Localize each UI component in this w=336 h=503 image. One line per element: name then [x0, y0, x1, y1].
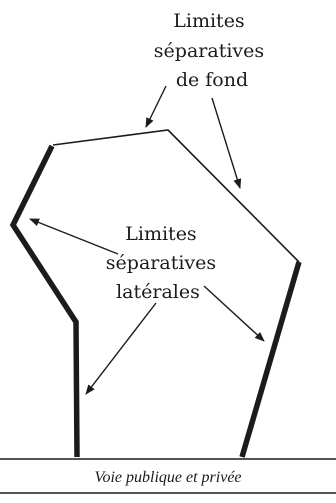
road-label: Voie publique et privée	[94, 469, 241, 486]
side-limits-label: Limites séparatives latérales	[106, 223, 222, 303]
side-limits-line-3: latérales	[116, 281, 200, 303]
side-limits-line-1: Limites	[125, 223, 196, 245]
rear-boundary-line	[52, 129, 300, 263]
rear-limits-label: Limites séparatives de fond	[154, 10, 270, 91]
side-limits-line-2: séparatives	[106, 252, 216, 274]
right-lateral-boundary-line	[239, 261, 302, 458]
arrow-to-left-upper	[29, 218, 119, 255]
arrow-to-rear-left	[145, 85, 167, 128]
arrow-to-right	[203, 285, 265, 342]
rear-limits-line-2: séparatives	[154, 40, 264, 62]
rear-limits-line-3: de fond	[176, 69, 248, 91]
arrow-to-left-lower	[85, 302, 157, 395]
rear-limits-line-1: Limites	[173, 10, 244, 32]
left-lateral-boundary-line	[9, 144, 80, 458]
arrow-to-rear-right	[211, 97, 242, 189]
